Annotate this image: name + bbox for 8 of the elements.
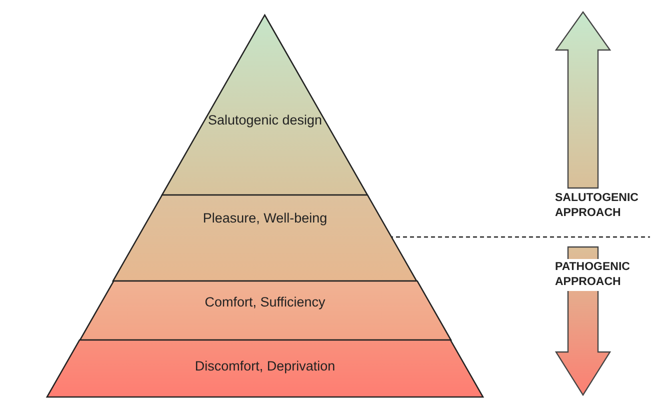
tier-label: Pleasure, Well-being [202,210,328,228]
pyramid-tier [47,340,483,397]
pyramid-tier [113,195,417,281]
pyramid-tier [162,15,368,195]
tier-label: Salutogenic design [208,112,322,130]
pyramid-tier [80,281,450,340]
tier-label: Discomfort, Deprivation [194,358,336,376]
tier-label: Comfort, Sufficiency [204,294,326,312]
